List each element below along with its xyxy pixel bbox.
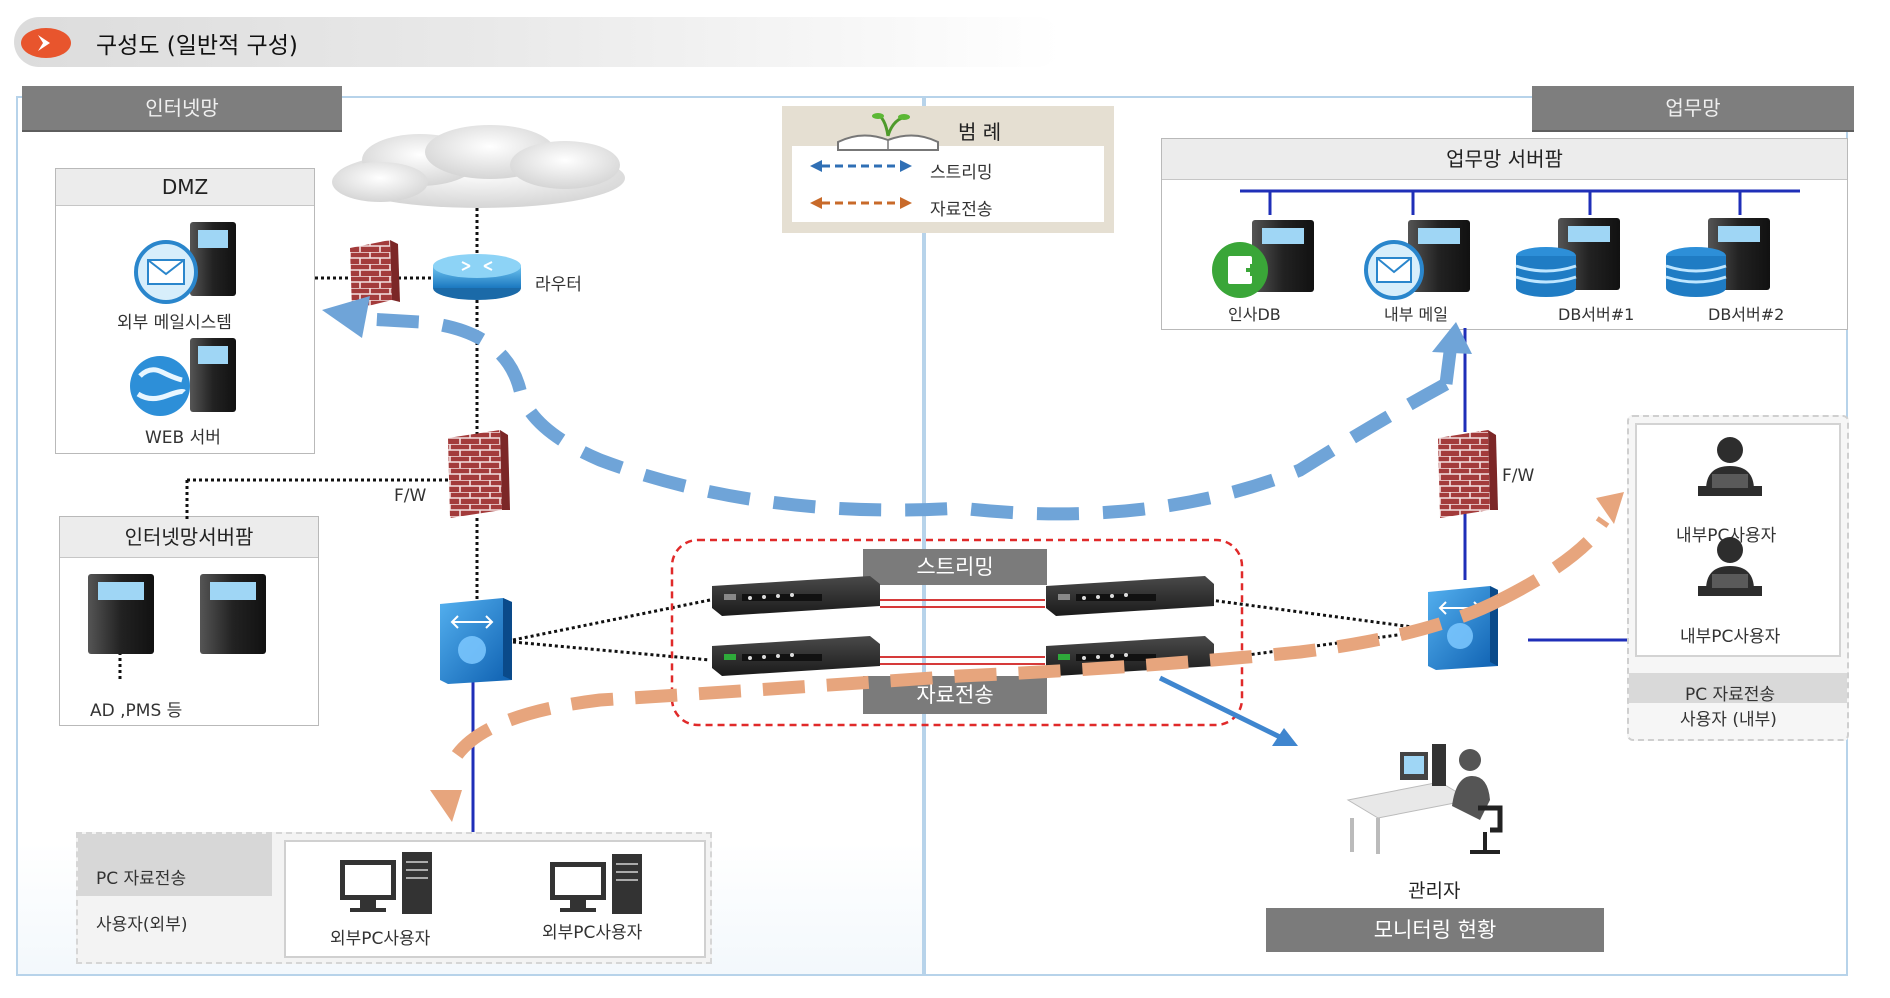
db-server-1-label: DB서버#1 — [1558, 305, 1635, 324]
streaming-channel-label: 스트리밍 — [863, 549, 1047, 585]
right-firewall-label: F/W — [1502, 466, 1535, 486]
internal-pc-title-line2: 사용자 (내부) — [1680, 710, 1777, 730]
left-firewall-label: F/W — [394, 486, 427, 506]
internet-cloud-label: 인터넷 — [452, 165, 510, 189]
transfer-channel-label: 자료전송 — [863, 676, 1047, 714]
external-pc-user-2-label: 외부PC사용자 — [542, 923, 643, 943]
internal-pc-user-2-label: 내부PC사용자 — [1680, 627, 1781, 647]
internal-mail-label: 내부 메일 — [1384, 305, 1448, 324]
tab-business-network: 업무망 — [1532, 86, 1854, 130]
arrow-badge-icon — [21, 28, 71, 58]
monitoring-status-label: 모니터링 현황 — [1266, 908, 1604, 952]
external-pc-title-line2: 사용자(외부) — [96, 915, 188, 935]
internet-server-farm-box: 인터넷망서버팜 — [59, 516, 319, 726]
legend-title: 범 례 — [958, 120, 1002, 144]
db-server-2-label: DB서버#2 — [1708, 305, 1785, 324]
web-server-label: WEB 서버 — [145, 428, 221, 448]
page-title: 구성도 (일반적 구성) — [96, 33, 298, 59]
external-pc-title-band-1 — [78, 834, 272, 896]
external-pc-title-line1: PC 자료전송 — [96, 869, 187, 889]
legend-streaming-label: 스트리밍 — [930, 163, 993, 183]
dmz-title: DMZ — [56, 169, 314, 206]
internal-pc-user-1-label: 내부PC사용자 — [1676, 526, 1777, 546]
legend-box — [782, 106, 1114, 233]
external-mail-label: 외부 메일시스템 — [117, 313, 232, 333]
internal-pc-title-band — [1629, 673, 1847, 703]
external-pc-user-1-label: 외부PC사용자 — [330, 929, 431, 949]
ad-pms-label: AD ,PMS 등 — [90, 701, 183, 721]
business-server-farm-title: 업무망 서버팜 — [1162, 139, 1847, 180]
router-label: 라우터 — [535, 275, 582, 295]
dmz-box: DMZ — [55, 168, 315, 454]
admin-label: 관리자 — [1408, 880, 1461, 902]
header-bar — [14, 17, 1062, 67]
internet-server-farm-title: 인터넷망서버팜 — [60, 517, 318, 558]
internal-pc-title-line1: PC 자료전송 — [1685, 685, 1776, 705]
legend-body — [792, 146, 1104, 222]
legend-transfer-label: 자료전송 — [930, 200, 993, 220]
hr-db-label: 인사DB — [1228, 305, 1281, 324]
tab-internet-network: 인터넷망 — [22, 86, 342, 130]
